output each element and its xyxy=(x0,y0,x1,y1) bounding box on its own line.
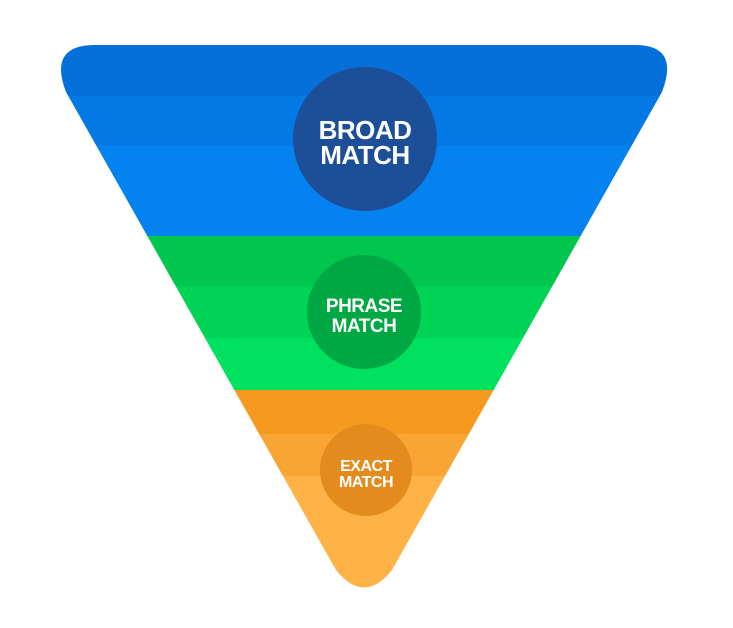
phrase-match-label-line2: MATCH xyxy=(332,316,397,337)
broad-match-circle xyxy=(293,67,437,211)
phrase-match-label-line1: PHRASE xyxy=(326,296,402,317)
broad-match-label-line2: MATCH xyxy=(320,140,409,170)
exact-match-label-line1: EXACT xyxy=(340,458,392,475)
broad-match-label-line1: BROAD xyxy=(319,115,412,145)
phrase-match-circle xyxy=(307,255,421,369)
broad-match-badge: BROAD MATCH xyxy=(293,67,437,211)
exact-match-circle xyxy=(320,424,412,516)
exact-match-label-line2: MATCH xyxy=(339,474,393,491)
phrase-match-badge: PHRASE MATCH xyxy=(307,255,421,369)
exact-match-badge: EXACT MATCH xyxy=(320,424,412,516)
